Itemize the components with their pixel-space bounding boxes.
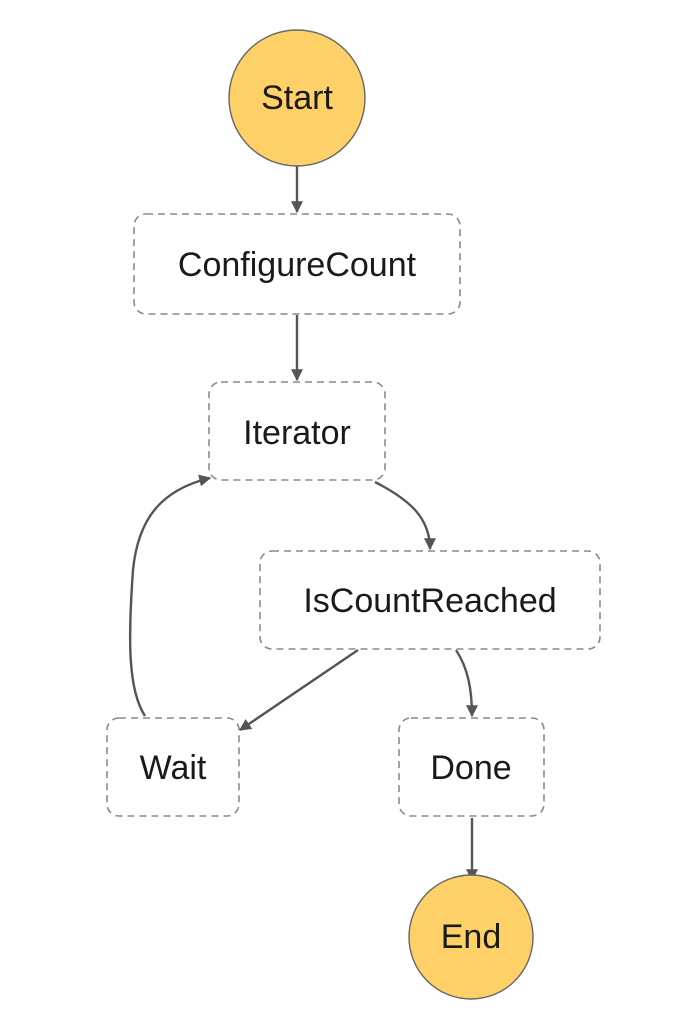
iterator-label: Iterator	[243, 414, 351, 452]
configure-count-node[interactable]: ConfigureCount	[133, 213, 461, 315]
is-count-reached-node[interactable]: IsCountReached	[259, 550, 601, 650]
edge-iscountreached-to-wait	[239, 649, 359, 731]
iterator-box	[208, 381, 386, 481]
end-circle	[408, 874, 534, 1000]
is-count-reached-label: IsCountReached	[303, 582, 556, 620]
is-count-reached-box	[259, 550, 601, 650]
done-box	[398, 717, 545, 817]
done-label: Done	[430, 749, 511, 787]
wait-box	[106, 717, 240, 817]
wait-label: Wait	[140, 749, 207, 787]
start-label: Start	[261, 79, 333, 117]
configure-count-box	[133, 213, 461, 315]
edge-iterator-to-iscountreached	[374, 480, 436, 551]
start-node[interactable]: Start	[228, 29, 366, 167]
iterator-node[interactable]: Iterator	[208, 381, 386, 481]
wait-node[interactable]: Wait	[106, 717, 240, 817]
configure-count-label: ConfigureCount	[178, 246, 417, 284]
end-node[interactable]: End	[408, 874, 534, 1000]
edge-wait-to-iterator	[128, 474, 212, 717]
edge-iscountreached-to-done	[455, 649, 478, 718]
done-node[interactable]: Done	[398, 717, 545, 817]
end-label: End	[441, 918, 502, 956]
start-circle	[228, 29, 366, 167]
